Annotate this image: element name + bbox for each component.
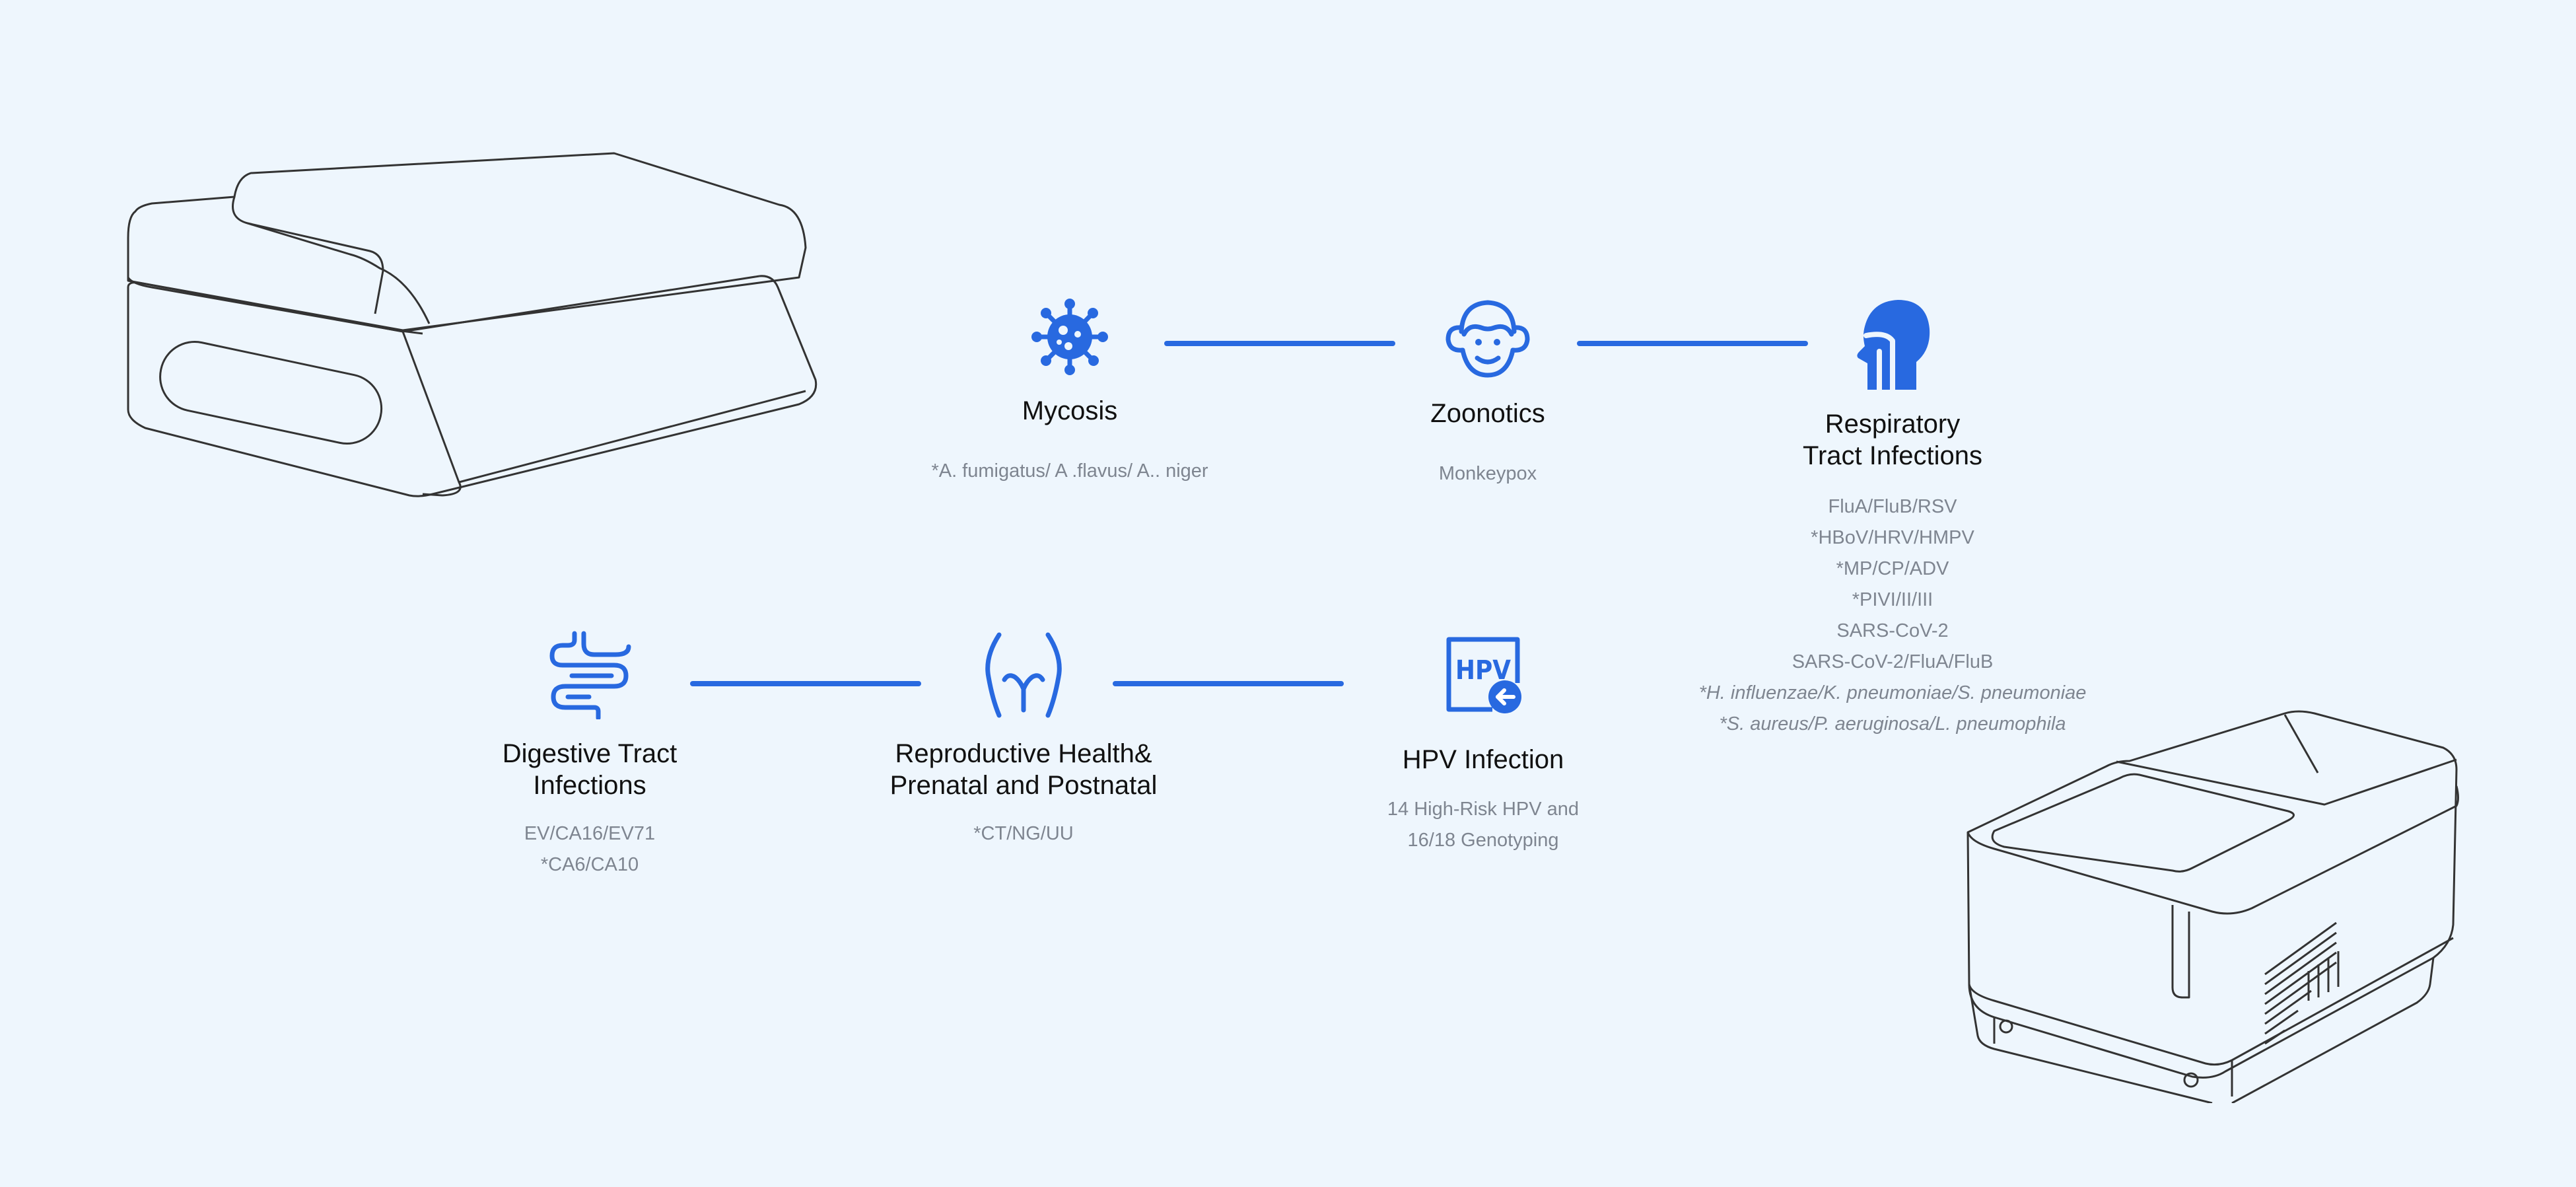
node-title: Mycosis <box>1022 396 1118 425</box>
node-reproductive: Reproductive Health& Prenatal and Postna… <box>726 631 1321 849</box>
list-item: *HBoV/HRV/HMPV <box>1811 527 1974 548</box>
node-hpv: HPV HPV Infection 14 High-Risk HPV and 1… <box>1186 634 1780 856</box>
node-items: FluA/FluB/RSV *HBoV/HRV/HMPV *MP/CP/ADV … <box>1595 491 2190 740</box>
hpv-icon-text: HPV <box>1455 655 1511 686</box>
node-title: HPV Infection <box>1402 745 1564 774</box>
monkey-face-icon <box>1445 300 1530 378</box>
node-digestive: Digestive Tract Infections EV/CA16/EV71 … <box>293 631 887 881</box>
list-item: *CA6/CA10 <box>540 854 639 875</box>
node-title: Digestive Tract Infections <box>502 739 678 800</box>
connector-mycosis-zoonotics <box>1164 341 1395 346</box>
connector-reproductive-hpv <box>1113 681 1344 686</box>
node-items: *CT/NG/UU <box>726 818 1321 849</box>
node-description: 14 High-Risk HPV and 16/18 Genotyping <box>1387 799 1580 851</box>
node-items: *A. fumigatus/ A .flavus/ A.. niger <box>773 456 1367 487</box>
list-item: *S. aureus/P. aeruginosa/L. pneumophila <box>1719 713 2066 735</box>
connector-zoonotics-respiratory <box>1577 341 1808 346</box>
node-mycosis: Mycosis *A. fumigatus/ A .flavus/ A.. ni… <box>773 297 1367 487</box>
pelvis-icon <box>985 632 1062 718</box>
list-item: FluA/FluB/RSV <box>1828 496 1957 517</box>
list-item: SARS-CoV-2/FluA/FluB <box>1792 651 1994 672</box>
list-item: EV/CA16/EV71 <box>524 823 656 844</box>
analyzer-device-right <box>1967 710 2459 1103</box>
intestine-icon <box>549 631 631 719</box>
analyzer-device-left <box>127 152 818 497</box>
list-item: SARS-CoV-2 <box>1836 620 1949 641</box>
list-item: *PIVI/II/III <box>1852 589 1933 610</box>
head-airway-icon <box>1857 300 1930 390</box>
list-item: *A. fumigatus/ A .flavus/ A.. niger <box>931 460 1208 482</box>
node-zoonotics: Zoonotics Monkeypox <box>1191 297 1785 489</box>
connector-digestive-reproductive <box>690 681 921 686</box>
node-title: Respiratory Tract Infections <box>1803 410 1982 470</box>
node-items: Monkeypox <box>1191 458 1785 489</box>
list-item: *H. influenzae/K. pneumoniae/S. pneumoni… <box>1698 682 2087 703</box>
node-title: Reproductive Health& Prenatal and Postna… <box>889 739 1158 800</box>
hpv-icon: HPV <box>1446 637 1521 713</box>
list-item: *CT/NG/UU <box>973 823 1074 844</box>
node-title: Zoonotics <box>1430 399 1545 428</box>
virus-icon <box>1031 299 1108 375</box>
list-item: Monkeypox <box>1438 463 1537 484</box>
node-respiratory: Respiratory Tract Infections FluA/FluB/R… <box>1595 297 2190 740</box>
list-item: *MP/CP/ADV <box>1836 558 1949 579</box>
node-items: EV/CA16/EV71 *CA6/CA10 <box>293 818 887 881</box>
